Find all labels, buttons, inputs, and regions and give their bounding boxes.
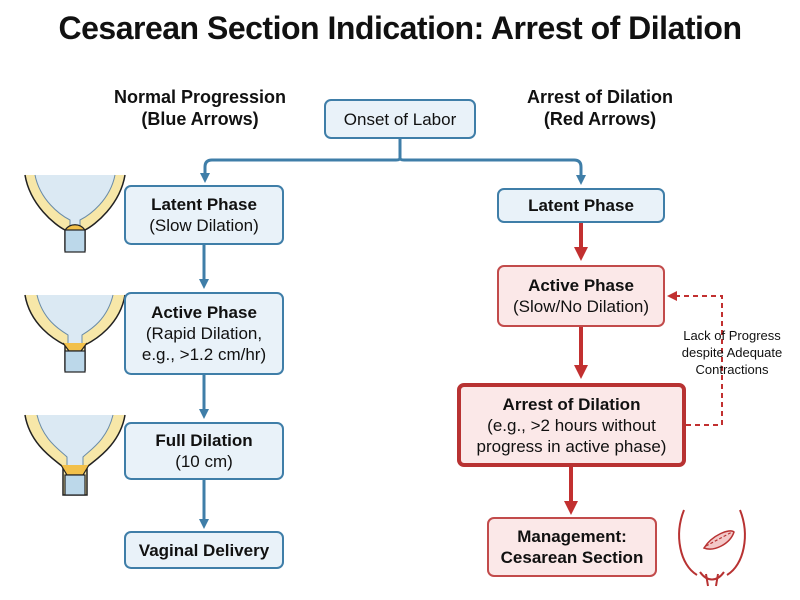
note-line2: despite Adequate bbox=[681, 345, 783, 360]
left-latent-sub: (Slow Dilation) bbox=[149, 216, 259, 235]
left-latent-phase-box: Latent Phase (Slow Dilation) bbox=[124, 185, 284, 245]
arrest-title: Arrest of Dilation bbox=[502, 394, 641, 414]
right-active-phase-box: Active Phase (Slow/No Dilation) bbox=[497, 265, 665, 327]
vaginal-title: Vaginal Delivery bbox=[138, 540, 270, 560]
left-full-title: Full Dilation bbox=[155, 431, 253, 450]
left-active-title: Active Phase bbox=[151, 303, 257, 322]
right-red-arrows bbox=[564, 222, 588, 515]
right-header-line1: Arrest of Dilation bbox=[526, 87, 673, 107]
branch-connector bbox=[200, 138, 586, 185]
cervix-illustration-full bbox=[24, 414, 126, 496]
cervix-illustration-active bbox=[24, 294, 126, 373]
arrest-sub1: (e.g., >2 hours without bbox=[487, 415, 656, 435]
left-header-line2: (Blue Arrows) bbox=[141, 109, 259, 129]
management-title1: Management: bbox=[517, 527, 627, 546]
arrest-of-dilation-box: Arrest of Dilation (e.g., >2 hours witho… bbox=[457, 383, 686, 467]
left-active-sub2: e.g., >1.2 cm/hr) bbox=[141, 345, 267, 364]
arrest-sub2: progress in active phase) bbox=[476, 436, 667, 456]
right-header-line2: (Red Arrows) bbox=[543, 109, 657, 129]
vaginal-delivery-box: Vaginal Delivery bbox=[124, 531, 284, 569]
left-active-phase-box: Active Phase (Rapid Dilation, e.g., >1.2… bbox=[124, 292, 284, 375]
right-active-title: Active Phase bbox=[528, 276, 634, 295]
right-latent-title: Latent Phase bbox=[528, 196, 634, 215]
right-column-header: Arrest of Dilation (Red Arrows) bbox=[490, 86, 710, 130]
page-title: Cesarean Section Indication: Arrest of D… bbox=[58, 10, 743, 46]
management-cesarean-box: Management: Cesarean Section bbox=[487, 517, 657, 577]
feedback-loop-dashed bbox=[667, 291, 723, 426]
left-header-line1: Normal Progression bbox=[113, 87, 287, 107]
left-full-dilation-box: Full Dilation (10 cm) bbox=[124, 422, 284, 480]
left-column-header: Normal Progression (Blue Arrows) bbox=[90, 86, 310, 130]
left-full-sub: (10 cm) bbox=[175, 452, 233, 471]
management-title2: Cesarean Section bbox=[500, 548, 644, 567]
left-latent-title: Latent Phase bbox=[151, 195, 257, 214]
onset-label: Onset of Labor bbox=[343, 109, 457, 129]
cesarean-incision-icon bbox=[678, 509, 746, 587]
onset-of-labor-box: Onset of Labor bbox=[324, 99, 476, 139]
left-active-sub1: (Rapid Dilation, bbox=[145, 324, 263, 343]
cervix-illustration-latent bbox=[24, 174, 126, 253]
right-latent-phase-box: Latent Phase bbox=[497, 188, 665, 223]
right-active-sub: (Slow/No Dilation) bbox=[512, 297, 650, 316]
lack-of-progress-note: Lack of Progress despite Adequate Contra… bbox=[668, 327, 796, 378]
note-line3: Contractions bbox=[695, 362, 769, 377]
note-line1: Lack of Progress bbox=[683, 328, 781, 343]
